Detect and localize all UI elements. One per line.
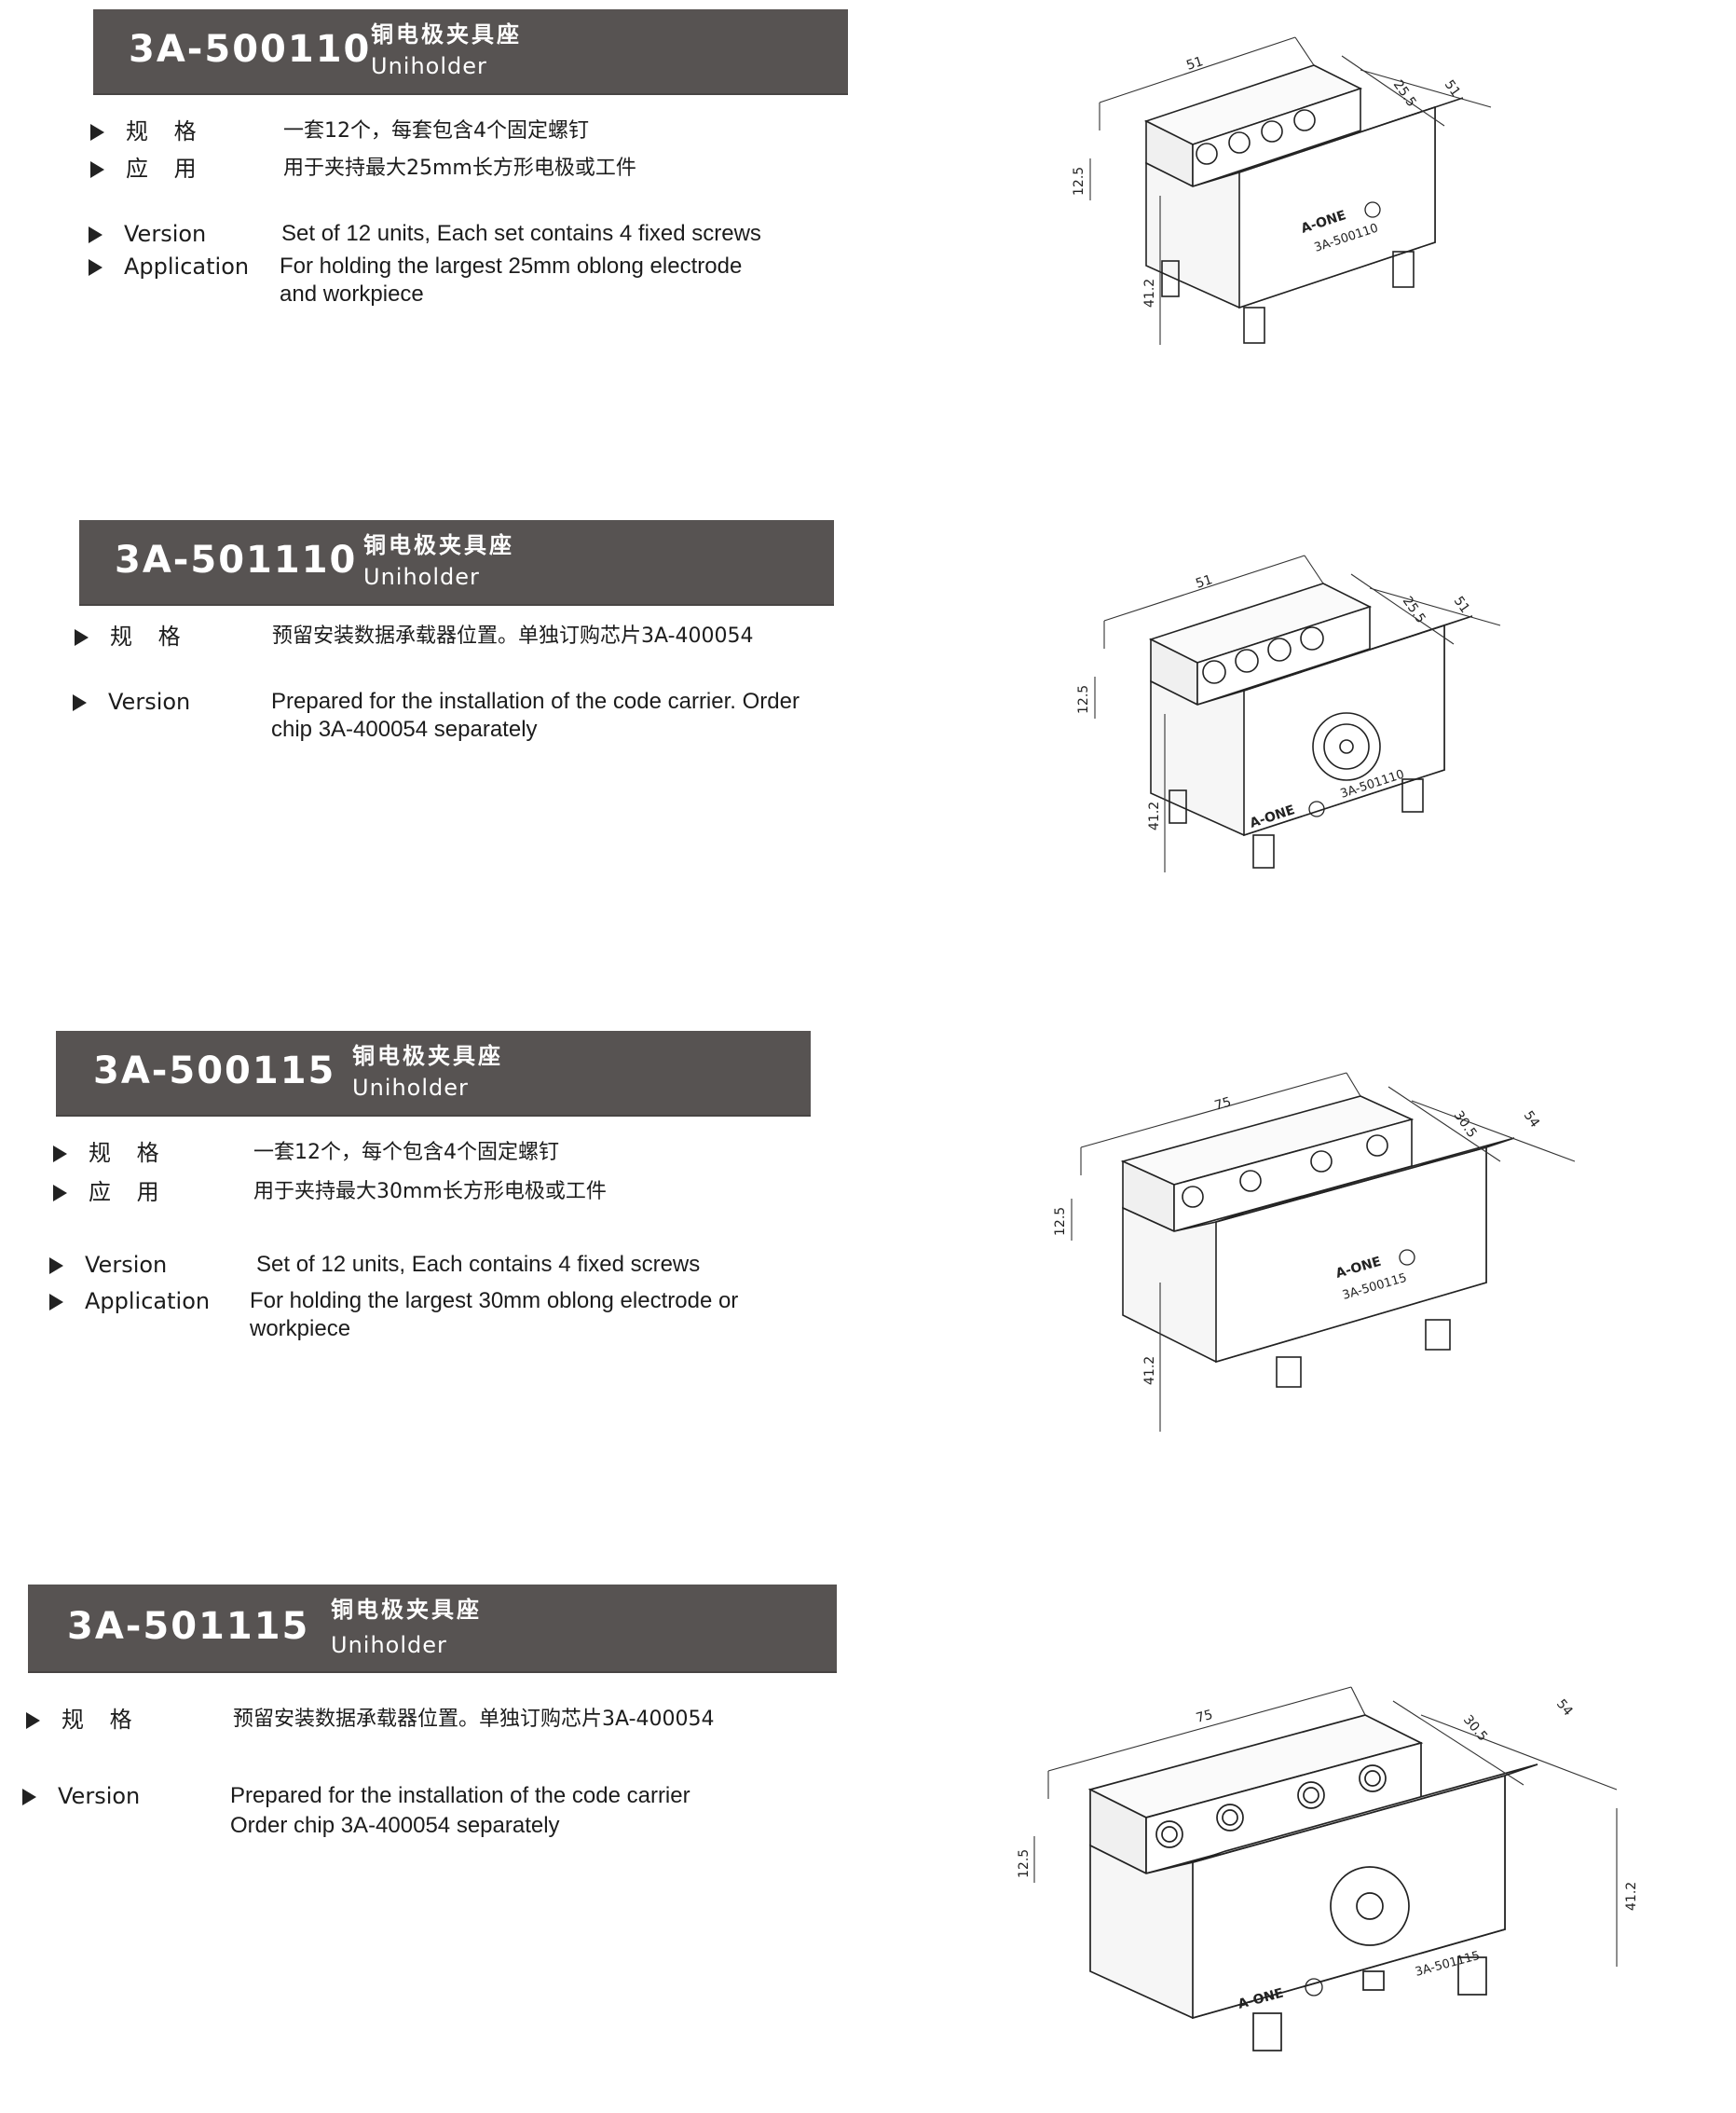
spec-label: Version bbox=[85, 1252, 168, 1278]
spec-value: Prepared for the installation of the cod… bbox=[271, 689, 800, 714]
dimension-label: 54 bbox=[1521, 1108, 1542, 1131]
product-name-cn: 铜电极夹具座 bbox=[363, 532, 514, 558]
spec-label: 应 用 bbox=[89, 1179, 169, 1205]
bullet-triangle-icon bbox=[53, 1146, 67, 1162]
bullet-triangle-icon bbox=[90, 124, 104, 141]
spec-value: 一套12个，每个包含4个固定螺钉 bbox=[253, 1141, 559, 1164]
spec-value-continued: and workpiece bbox=[280, 281, 424, 307]
isometric-drawing: 75 30.5 54 12.5 41.2 A-ONE 3A-500115 bbox=[1053, 1072, 1576, 1432]
dimension-label: 12.5 bbox=[1076, 685, 1091, 714]
bullet-triangle-icon bbox=[89, 259, 103, 276]
dimension-label: 30.5 bbox=[1451, 1108, 1480, 1141]
spec-label: Version bbox=[124, 221, 207, 247]
spec-value-continued: workpiece bbox=[250, 1316, 351, 1341]
product-code: 3A-500115 bbox=[93, 1050, 336, 1092]
brand-logo-icon bbox=[1308, 801, 1325, 817]
product-drawing: 51 25.5 51 12.5 41.2 A-ONE 3A-500110 bbox=[1072, 36, 1556, 373]
product-banner: 3A-500110 铜电极夹具座 Uniholder bbox=[93, 9, 848, 95]
product-name-cn: 铜电极夹具座 bbox=[352, 1043, 503, 1069]
spec-value: 用于夹持最大25mm长方形电极或工件 bbox=[283, 157, 636, 180]
spec-label: Application bbox=[85, 1288, 211, 1314]
dimension-label: 12.5 bbox=[1053, 1207, 1068, 1236]
dimension-label: 75 bbox=[1195, 1708, 1214, 1726]
product-drawing: 75 30.5 54 12.5 41.2 A-ONE 3A-500115 bbox=[1053, 1059, 1612, 1450]
spec-label: 应 用 bbox=[126, 156, 206, 182]
isometric-drawing: 75 30.5 54 12.5 41.2 A-ONE 3A-501115 bbox=[1017, 1686, 1639, 2051]
spec-value: 用于夹持最大30mm长方形电极或工件 bbox=[253, 1180, 607, 1203]
spec-label: 规 格 bbox=[89, 1140, 169, 1166]
spec-label: 规 格 bbox=[62, 1707, 142, 1733]
bullet-triangle-icon bbox=[73, 694, 87, 711]
bullet-triangle-icon bbox=[26, 1712, 40, 1729]
spec-label: Version bbox=[58, 1783, 141, 1809]
spec-value: For holding the largest 30mm oblong elec… bbox=[250, 1288, 739, 1313]
spec-label: Application bbox=[124, 254, 250, 280]
spec-value: 一套12个，每套包含4个固定螺钉 bbox=[283, 119, 589, 143]
bullet-triangle-icon bbox=[53, 1185, 67, 1201]
bullet-triangle-icon bbox=[22, 1789, 36, 1805]
bullet-triangle-icon bbox=[49, 1294, 63, 1310]
dimension-label: 75 bbox=[1213, 1095, 1234, 1114]
spec-value: Prepared for the installation of the cod… bbox=[230, 1783, 690, 1808]
product-name-cn: 铜电极夹具座 bbox=[331, 1597, 482, 1623]
bullet-triangle-icon bbox=[90, 161, 104, 178]
product-code: 3A-501110 bbox=[115, 539, 358, 582]
product-banner: 3A-500115 铜电极夹具座 Uniholder bbox=[56, 1031, 811, 1117]
isometric-drawing: 51 25.5 51 12.5 41.2 A-ONE 3A-500110 bbox=[1072, 36, 1492, 345]
spec-value: 预留安装数据承载器位置。单独订购芯片3A-400054 bbox=[233, 1708, 715, 1731]
product-name-cn: 铜电极夹具座 bbox=[371, 21, 522, 48]
product-code: 3A-500110 bbox=[129, 28, 372, 71]
brand-logo-icon bbox=[1399, 1249, 1415, 1266]
spec-value: Set of 12 units, Each set contains 4 fix… bbox=[281, 221, 761, 246]
bullet-triangle-icon bbox=[75, 629, 89, 646]
product-name-en: Uniholder bbox=[371, 53, 487, 79]
dimension-label: 41.2 bbox=[1147, 802, 1162, 830]
product-name-en: Uniholder bbox=[352, 1075, 469, 1101]
isometric-drawing: 51 25.5 51 12.5 41.2 A-ONE 3A-501110 bbox=[1076, 555, 1501, 872]
product-drawing: 75 30.5 54 12.5 41.2 A-ONE 3A-501115 bbox=[1017, 1650, 1673, 2097]
product-banner: 3A-501115 铜电极夹具座 Uniholder bbox=[28, 1585, 837, 1673]
dimension-label: 51 bbox=[1194, 572, 1214, 592]
bullet-triangle-icon bbox=[49, 1257, 63, 1274]
product-drawing: 51 25.5 51 12.5 41.2 A-ONE 3A-501110 bbox=[1076, 546, 1561, 891]
dimension-label: 51 bbox=[1184, 54, 1205, 74]
spec-value: Set of 12 units, Each contains 4 fixed s… bbox=[256, 1252, 701, 1277]
spec-label: 规 格 bbox=[110, 624, 190, 650]
spec-label: 规 格 bbox=[126, 118, 206, 144]
dimension-label: 41.2 bbox=[1624, 1882, 1639, 1911]
dimension-label: 51 bbox=[1442, 77, 1463, 100]
spec-value: 预留安装数据承载器位置。单独订购芯片3A-400054 bbox=[272, 624, 754, 648]
product-name-en: Uniholder bbox=[331, 1632, 447, 1658]
spec-value: For holding the largest 25mm oblong elec… bbox=[280, 254, 743, 279]
spec-value-continued: Order chip 3A-400054 separately bbox=[230, 1813, 560, 1838]
dimension-label: 41.2 bbox=[1142, 1356, 1157, 1385]
bullet-triangle-icon bbox=[89, 226, 103, 243]
product-banner: 3A-501110 铜电极夹具座 Uniholder bbox=[79, 520, 834, 606]
product-name-en: Uniholder bbox=[363, 564, 480, 590]
engraved-marking: 3A-501115 bbox=[1414, 1949, 1482, 1980]
dimension-label: 54 bbox=[1553, 1696, 1576, 1719]
product-code: 3A-501115 bbox=[67, 1605, 310, 1648]
spec-value-continued: chip 3A-400054 separately bbox=[271, 717, 538, 742]
dimension-label: 12.5 bbox=[1017, 1849, 1032, 1878]
brand-logo-icon bbox=[1364, 201, 1381, 218]
dimension-label: 12.5 bbox=[1072, 167, 1087, 196]
brand-logo-icon bbox=[1305, 1978, 1323, 1996]
dimension-label: 41.2 bbox=[1142, 279, 1157, 308]
spec-label: Version bbox=[108, 689, 191, 715]
